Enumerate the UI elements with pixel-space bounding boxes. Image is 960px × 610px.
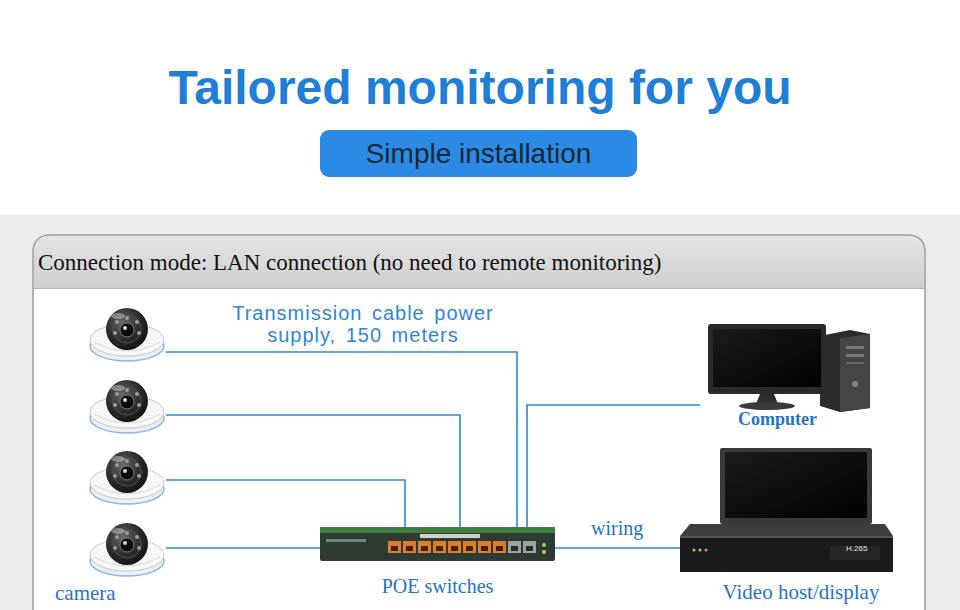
page-title: Tailored monitoring for you bbox=[0, 60, 960, 116]
poe-switch: POE switches bbox=[320, 527, 555, 562]
edge-label: wiring bbox=[591, 516, 643, 540]
cable-note: Transmission cable power supply, 150 met… bbox=[206, 302, 520, 346]
dome-camera bbox=[88, 302, 166, 362]
panel-heading: Connection mode: LAN connection (no need… bbox=[38, 249, 661, 277]
dome-camera bbox=[88, 445, 166, 505]
dome-camera bbox=[88, 374, 166, 434]
device-label: Video host/display bbox=[680, 580, 922, 604]
pill-button: Simple installation bbox=[320, 130, 637, 177]
network-cable bbox=[166, 547, 320, 549]
network-cable bbox=[166, 352, 517, 527]
device-label: camera bbox=[55, 581, 116, 605]
video-host: Video host/display bbox=[680, 446, 895, 606]
button-label: Simple installation bbox=[320, 130, 637, 177]
dome-camera: camera bbox=[88, 517, 166, 577]
network-cable bbox=[555, 547, 680, 549]
network-cable bbox=[527, 405, 700, 527]
connection-panel: Connection mode: LAN connection (no need… bbox=[33, 235, 925, 610]
device-label: POE switches bbox=[320, 574, 555, 598]
codec-badge: H.265 bbox=[846, 544, 867, 554]
network-cable bbox=[166, 415, 460, 527]
network-cable bbox=[166, 480, 405, 527]
device-label: Computer bbox=[700, 408, 855, 430]
computer: Computer bbox=[700, 322, 872, 434]
